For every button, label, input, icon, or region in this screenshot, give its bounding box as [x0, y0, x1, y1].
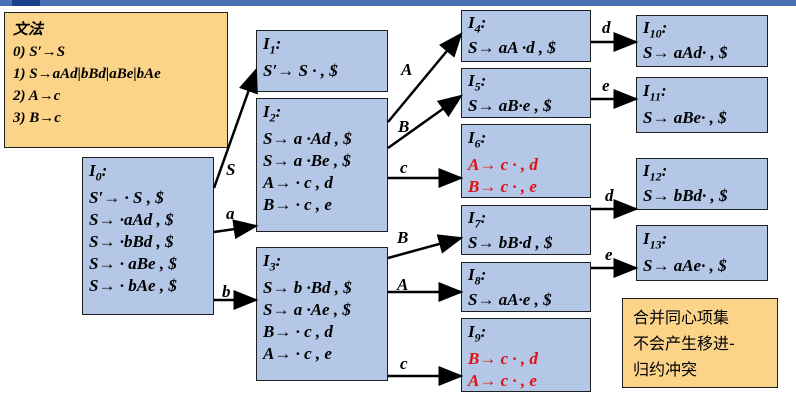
- state-I13: I13: S→ aAe· , $: [636, 225, 768, 281]
- grammar-rule-0: 0) S′→S: [13, 44, 66, 60]
- state-item: S→ · bAe , $: [89, 276, 177, 296]
- state-item: S→ aA ·d , $: [468, 38, 556, 58]
- state-item: S→ a ·Ae , $: [263, 300, 351, 320]
- state-item: A→ · c , e: [263, 344, 332, 364]
- state-item: S→ a ·Ad , $: [263, 129, 352, 149]
- state-I4: I4: S→ aA ·d , $: [461, 10, 591, 62]
- state-item-highlight: B→ c · , d: [468, 349, 538, 369]
- state-I0: I0: S′→ · S , $ S→ ·aAd , $ S→ ·bBd , $ …: [82, 157, 214, 315]
- state-item-highlight: A→ c · , e: [468, 371, 537, 391]
- edge-label: A: [401, 60, 413, 79]
- state-item: S→ · aBe , $: [89, 254, 177, 274]
- state-I5: I5: S→ aB·e , $: [461, 68, 591, 118]
- state-I10: I10: S→ aAd· , $: [636, 15, 768, 67]
- state-item: S→ aBe· , $: [643, 108, 727, 128]
- state-item-highlight: B→ c · , e: [468, 177, 537, 197]
- state-item: S′→ S · , $: [263, 61, 338, 81]
- state-title: I9:: [468, 322, 487, 345]
- edge-I2-I5: [387, 94, 464, 150]
- state-I9: I9: B→ c · , d A→ c · , e: [461, 318, 591, 392]
- state-item-highlight: A→ c · , d: [468, 155, 538, 175]
- state-title: I2:: [263, 102, 282, 125]
- note-line: 不会产生移进-: [633, 334, 735, 353]
- edge-label: e: [605, 245, 613, 264]
- grammar-rule-2: 2) A→c: [13, 88, 61, 104]
- state-title: I3:: [263, 251, 282, 274]
- state-item: S→ bBd· , $: [643, 186, 728, 206]
- grammar-title: 文法: [13, 20, 44, 38]
- state-title: I13:: [643, 229, 668, 252]
- state-item: S→ b ·Bd , $: [263, 278, 352, 298]
- grammar-rule-1: 1) S→aAd|bBd|aBe|bAe: [13, 66, 161, 82]
- state-title: I5:: [468, 71, 487, 94]
- state-I12: I12: S→ bBd· , $: [636, 158, 768, 210]
- edge-label: A: [397, 275, 409, 294]
- state-title: I4:: [468, 13, 487, 36]
- state-I8: I8: S→ aA·e , $: [461, 262, 591, 312]
- state-title: I7:: [468, 208, 487, 231]
- grammar-box: 文法 0) S′→S 1) S→aAd|bBd|aBe|bAe 2) A→c 3…: [4, 12, 228, 148]
- state-title: I8:: [468, 265, 487, 288]
- state-item: S→ ·bBd , $: [89, 232, 174, 252]
- state-I11: I11: S→ aBe· , $: [636, 77, 768, 133]
- edge-label: b: [222, 282, 231, 301]
- state-item: B→ · c , d: [263, 322, 333, 342]
- state-item: S→ bB·d , $: [468, 233, 553, 253]
- state-item: B→ · c , e: [263, 195, 332, 215]
- state-I6: I6: A→ c · , d B→ c · , e: [461, 124, 591, 198]
- state-title: I11:: [643, 81, 667, 104]
- state-title: I6:: [468, 128, 487, 151]
- grammar-rule-3: 3) B→c: [13, 110, 61, 126]
- state-item: S→ aA·e , $: [468, 290, 552, 310]
- state-item: S→ ·aAd , $: [89, 210, 174, 230]
- state-item: A→ · c , d: [263, 173, 333, 193]
- state-item: S′→ · S , $: [89, 188, 164, 208]
- state-I7: I7: S→ bB·d , $: [461, 205, 591, 255]
- state-title: I1:: [263, 34, 282, 57]
- edge-I0-I1: [212, 67, 258, 189]
- note-line: 合并同心项集: [633, 308, 730, 327]
- note-box: 合并同心项集 不会产生移进- 归约冲突: [622, 298, 778, 388]
- state-item: S→ a ·Be , $: [263, 151, 351, 171]
- state-item: S→ aAe· , $: [643, 256, 727, 276]
- edge-label: c: [400, 354, 408, 373]
- edge-label: d: [602, 18, 611, 37]
- note-line: 归约冲突: [633, 360, 698, 379]
- edge-label: S: [226, 160, 236, 179]
- edge-label: a: [226, 204, 235, 223]
- edge-label: B: [398, 117, 410, 136]
- edge-label: c: [400, 158, 408, 177]
- state-I1: I1: S′→ S · , $: [256, 30, 388, 92]
- title-bar-accent: [12, 0, 40, 6]
- state-title: I12:: [643, 161, 668, 184]
- state-title: I0:: [89, 161, 108, 184]
- state-item: S→ aB·e , $: [468, 96, 552, 116]
- edge-label: d: [605, 186, 614, 205]
- title-bar-strip: [0, 0, 796, 6]
- edge-label: B: [397, 228, 409, 247]
- edge-I3-I7: [387, 234, 464, 260]
- state-I2: I2: S→ a ·Ad , $ S→ a ·Be , $ A→ · c , d…: [256, 98, 388, 232]
- edge-I0-I2: [213, 219, 259, 240]
- state-I3: I3: S→ b ·Bd , $ S→ a ·Ae , $ B→ · c , d…: [256, 247, 388, 381]
- state-title: I10:: [643, 18, 668, 41]
- state-item: S→ aAd· , $: [643, 43, 728, 63]
- edge-I2-I4: [387, 32, 463, 123]
- edge-label: e: [602, 76, 610, 95]
